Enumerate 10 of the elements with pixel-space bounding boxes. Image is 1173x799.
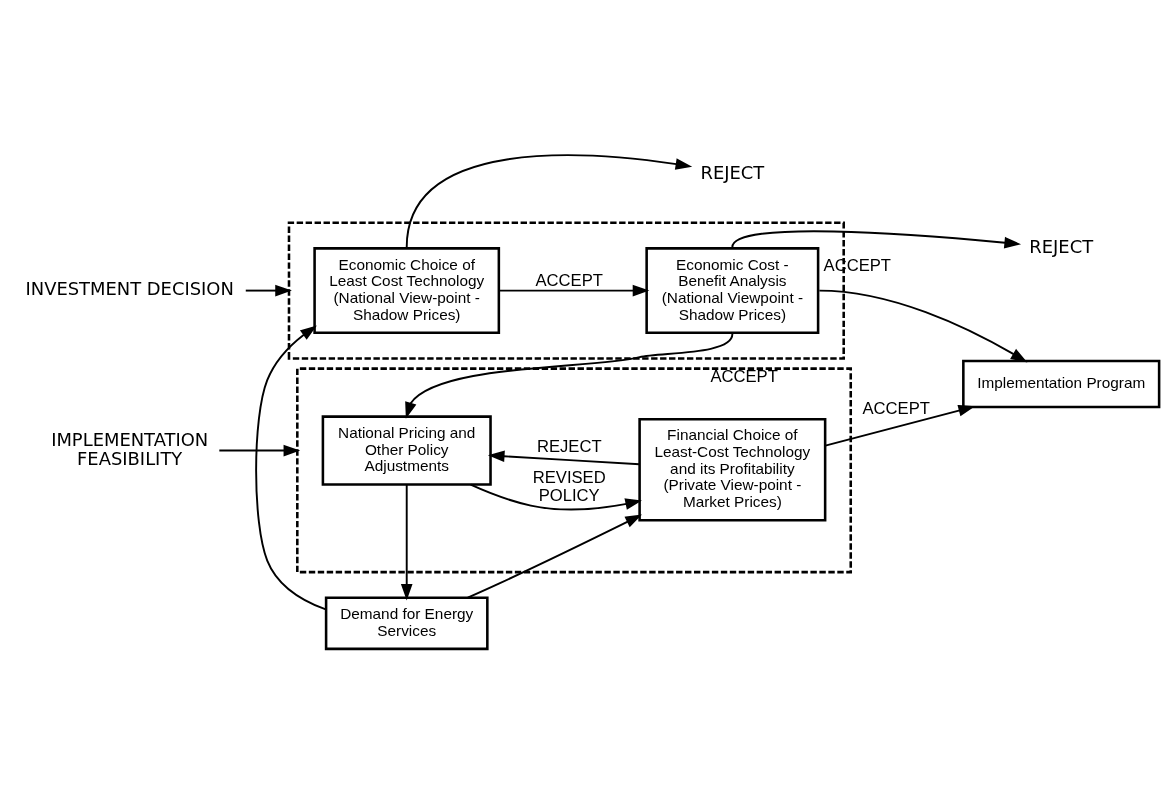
node-text: REJECT bbox=[1029, 235, 1094, 257]
node-text: IMPLEMENTATION FEASIBILITY bbox=[51, 428, 209, 469]
edge-label: ACCEPT bbox=[710, 366, 778, 386]
edge-label: ACCEPT bbox=[862, 398, 930, 418]
node-text: INVESTMENT DECISION bbox=[25, 277, 234, 299]
edge-label: REJECT bbox=[536, 436, 602, 456]
edge-label: REVISED POLICY bbox=[532, 467, 606, 505]
node-text: REJECT bbox=[700, 161, 765, 183]
edge-label: ACCEPT bbox=[535, 270, 603, 290]
edge-label: ACCEPT bbox=[823, 255, 891, 275]
